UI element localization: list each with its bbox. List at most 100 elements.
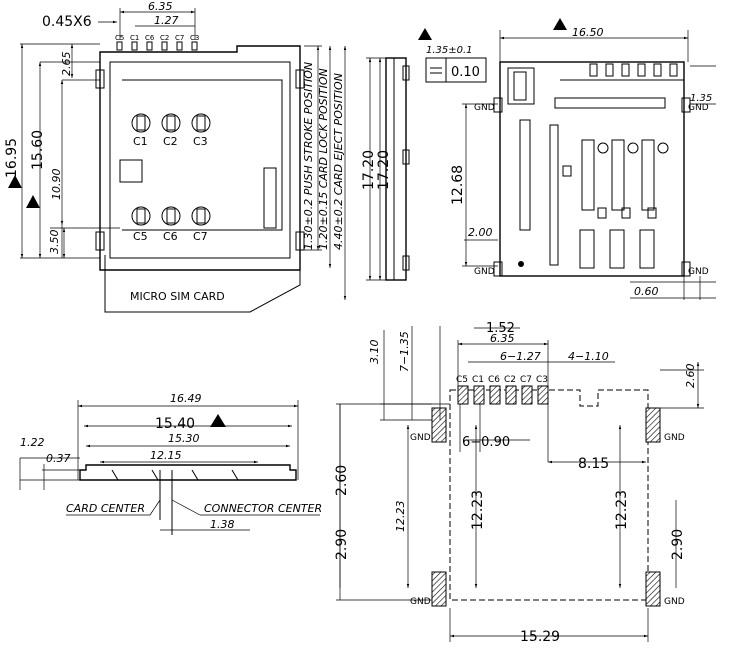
dim-4x1-10: 4−1.10 — [568, 350, 609, 363]
gnd-pad — [645, 407, 661, 443]
dim-6-35: 6.35 — [148, 0, 173, 13]
dim-15-60: 15.60 — [30, 130, 46, 170]
dim-8-15: 8.15 — [578, 456, 609, 472]
top-pin-labels: C5 C1 C6 C2 C7 C3 — [115, 34, 199, 42]
svg-text:C1: C1 — [130, 34, 139, 42]
dim-2-60-l: 2.60 — [334, 465, 350, 496]
dim-15-29: 15.29 — [520, 629, 560, 645]
spring-contacts-top — [581, 139, 669, 211]
dim-2-00: 2.00 — [468, 226, 493, 239]
dim-0-60: 0.60 — [634, 285, 659, 298]
svg-text:C2: C2 — [160, 34, 169, 42]
dim-16-49: 16.49 — [170, 392, 202, 405]
dim-15-40: 15.40 — [155, 416, 195, 432]
connector-center-label: CONNECTOR CENTER — [204, 502, 322, 515]
dim-6-35: 6.35 — [490, 332, 515, 345]
svg-text:GND: GND — [410, 597, 431, 607]
top-right-view: 1.35±0.1 0.10 16.50 — [418, 18, 716, 300]
connector-profile — [79, 464, 297, 481]
svg-text:C6: C6 — [163, 230, 178, 243]
footprint-pin-labels: C5 C1 C6 C2 C7 C3 — [456, 375, 548, 385]
dim-10-90: 10.90 — [50, 169, 63, 201]
gnd-label: GND — [688, 267, 709, 277]
svg-text:C2: C2 — [504, 375, 516, 385]
critical-dim-triangle — [26, 195, 40, 208]
contact-c1: C1 — [131, 113, 151, 148]
dim-2-90-r: 2.90 — [670, 529, 686, 560]
card-lock-position: 1.20±0.15 CARD LOCK POSITION — [317, 68, 330, 250]
signal-pads — [457, 385, 549, 405]
dim-2-65: 2.65 — [60, 52, 73, 77]
dim-15-30: 15.30 — [168, 432, 200, 445]
dim-1-52: 1.52 — [486, 321, 515, 336]
dim-1-38: 1.38 — [210, 518, 235, 531]
svg-text:C6: C6 — [488, 375, 500, 385]
dim-3-50: 3.50 — [48, 230, 61, 255]
dim-2-60-r: 2.60 — [684, 364, 697, 389]
bottom-left-view: 16.49 15.40 15.30 12.15 1.22 0.37 CARD C… — [19, 392, 322, 535]
card-label: MICRO SIM CARD — [130, 290, 225, 303]
dim-2-90-l: 2.90 — [334, 529, 350, 560]
svg-text:GND: GND — [664, 433, 685, 443]
critical-dim-triangle — [8, 175, 22, 188]
dim-1-22: 1.22 — [20, 436, 45, 449]
rear-pins — [589, 63, 678, 77]
dim-1-35-tol: 1.35±0.1 — [426, 45, 473, 56]
svg-text:C7: C7 — [520, 375, 532, 385]
push-stroke-position: 1.30±0.2 PUSH STROKE POSITION — [302, 62, 315, 250]
side-view: 17.20 17.20 — [361, 57, 410, 281]
svg-text:GND: GND — [664, 597, 685, 607]
svg-text:C5: C5 — [133, 230, 148, 243]
card-eject-position: 4.40±0.2 CARD EJECT POSITION — [332, 73, 345, 250]
contact-c7: C7 — [191, 206, 211, 243]
component-outline — [449, 389, 649, 601]
dim-6x1-27: 6−1.27 — [500, 350, 541, 363]
svg-text:C2: C2 — [163, 135, 178, 148]
card-center-label: CARD CENTER — [66, 502, 145, 515]
svg-text:C6: C6 — [145, 34, 155, 42]
dim-16-95: 16.95 — [4, 138, 20, 178]
contact-c2: C2 — [161, 113, 181, 148]
gnd-pad — [431, 407, 447, 443]
footprint-view: C5 C1 C6 C2 C7 C3 GND GND GND GND 1.52 6… — [334, 321, 704, 645]
dim-12-23-a: 12.23 — [394, 501, 407, 533]
top-pins — [116, 41, 198, 51]
gnd-label: GND — [474, 103, 495, 113]
svg-text:C1: C1 — [472, 375, 484, 385]
svg-text:C3: C3 — [536, 375, 548, 385]
dim-17-20-a: 17.20 — [361, 150, 377, 190]
contact-c5: C5 — [131, 206, 151, 243]
dim-0-37: 0.37 — [46, 452, 71, 465]
dim-3-10: 3.10 — [368, 340, 381, 365]
spring-contacts-bottom — [579, 229, 655, 269]
flatness-value: 0.10 — [451, 65, 480, 80]
gnd-label: GND — [474, 267, 495, 277]
connector-body-outline — [99, 45, 301, 271]
contact-c6: C6 — [161, 206, 181, 243]
dim-12-23-c: 12.23 — [614, 490, 630, 530]
svg-text:GND: GND — [410, 433, 431, 443]
dim-16-50: 16.50 — [572, 26, 604, 39]
svg-text:C7: C7 — [175, 34, 184, 42]
dim-12-15: 12.15 — [150, 449, 182, 462]
svg-text:C7: C7 — [193, 230, 208, 243]
dim-7x1-35: 7−1.35 — [398, 331, 411, 372]
dim-1-35: 1.35 — [690, 93, 712, 104]
dim-12-23-b: 12.23 — [470, 490, 486, 530]
dim-6x0-90: 6−0.90 — [462, 435, 510, 450]
dim-12-68: 12.68 — [450, 165, 466, 205]
dim-1-27: 1.27 — [154, 14, 179, 27]
top-left-view: MICRO SIM CARD C1 C2 C3 C5 C6 C7 — [4, 0, 347, 313]
contact-c3: C3 — [191, 113, 211, 148]
gnd-label: GND — [688, 103, 709, 113]
dim-pin-width: 0.45X6 — [42, 14, 92, 30]
flatness-frame — [425, 57, 487, 83]
svg-text:C1: C1 — [133, 135, 148, 148]
gnd-pad — [645, 571, 661, 607]
svg-text:C5: C5 — [456, 375, 468, 385]
svg-text:C3: C3 — [193, 135, 208, 148]
gnd-pad — [431, 571, 447, 607]
dim-17-20-b: 17.20 — [376, 150, 392, 190]
